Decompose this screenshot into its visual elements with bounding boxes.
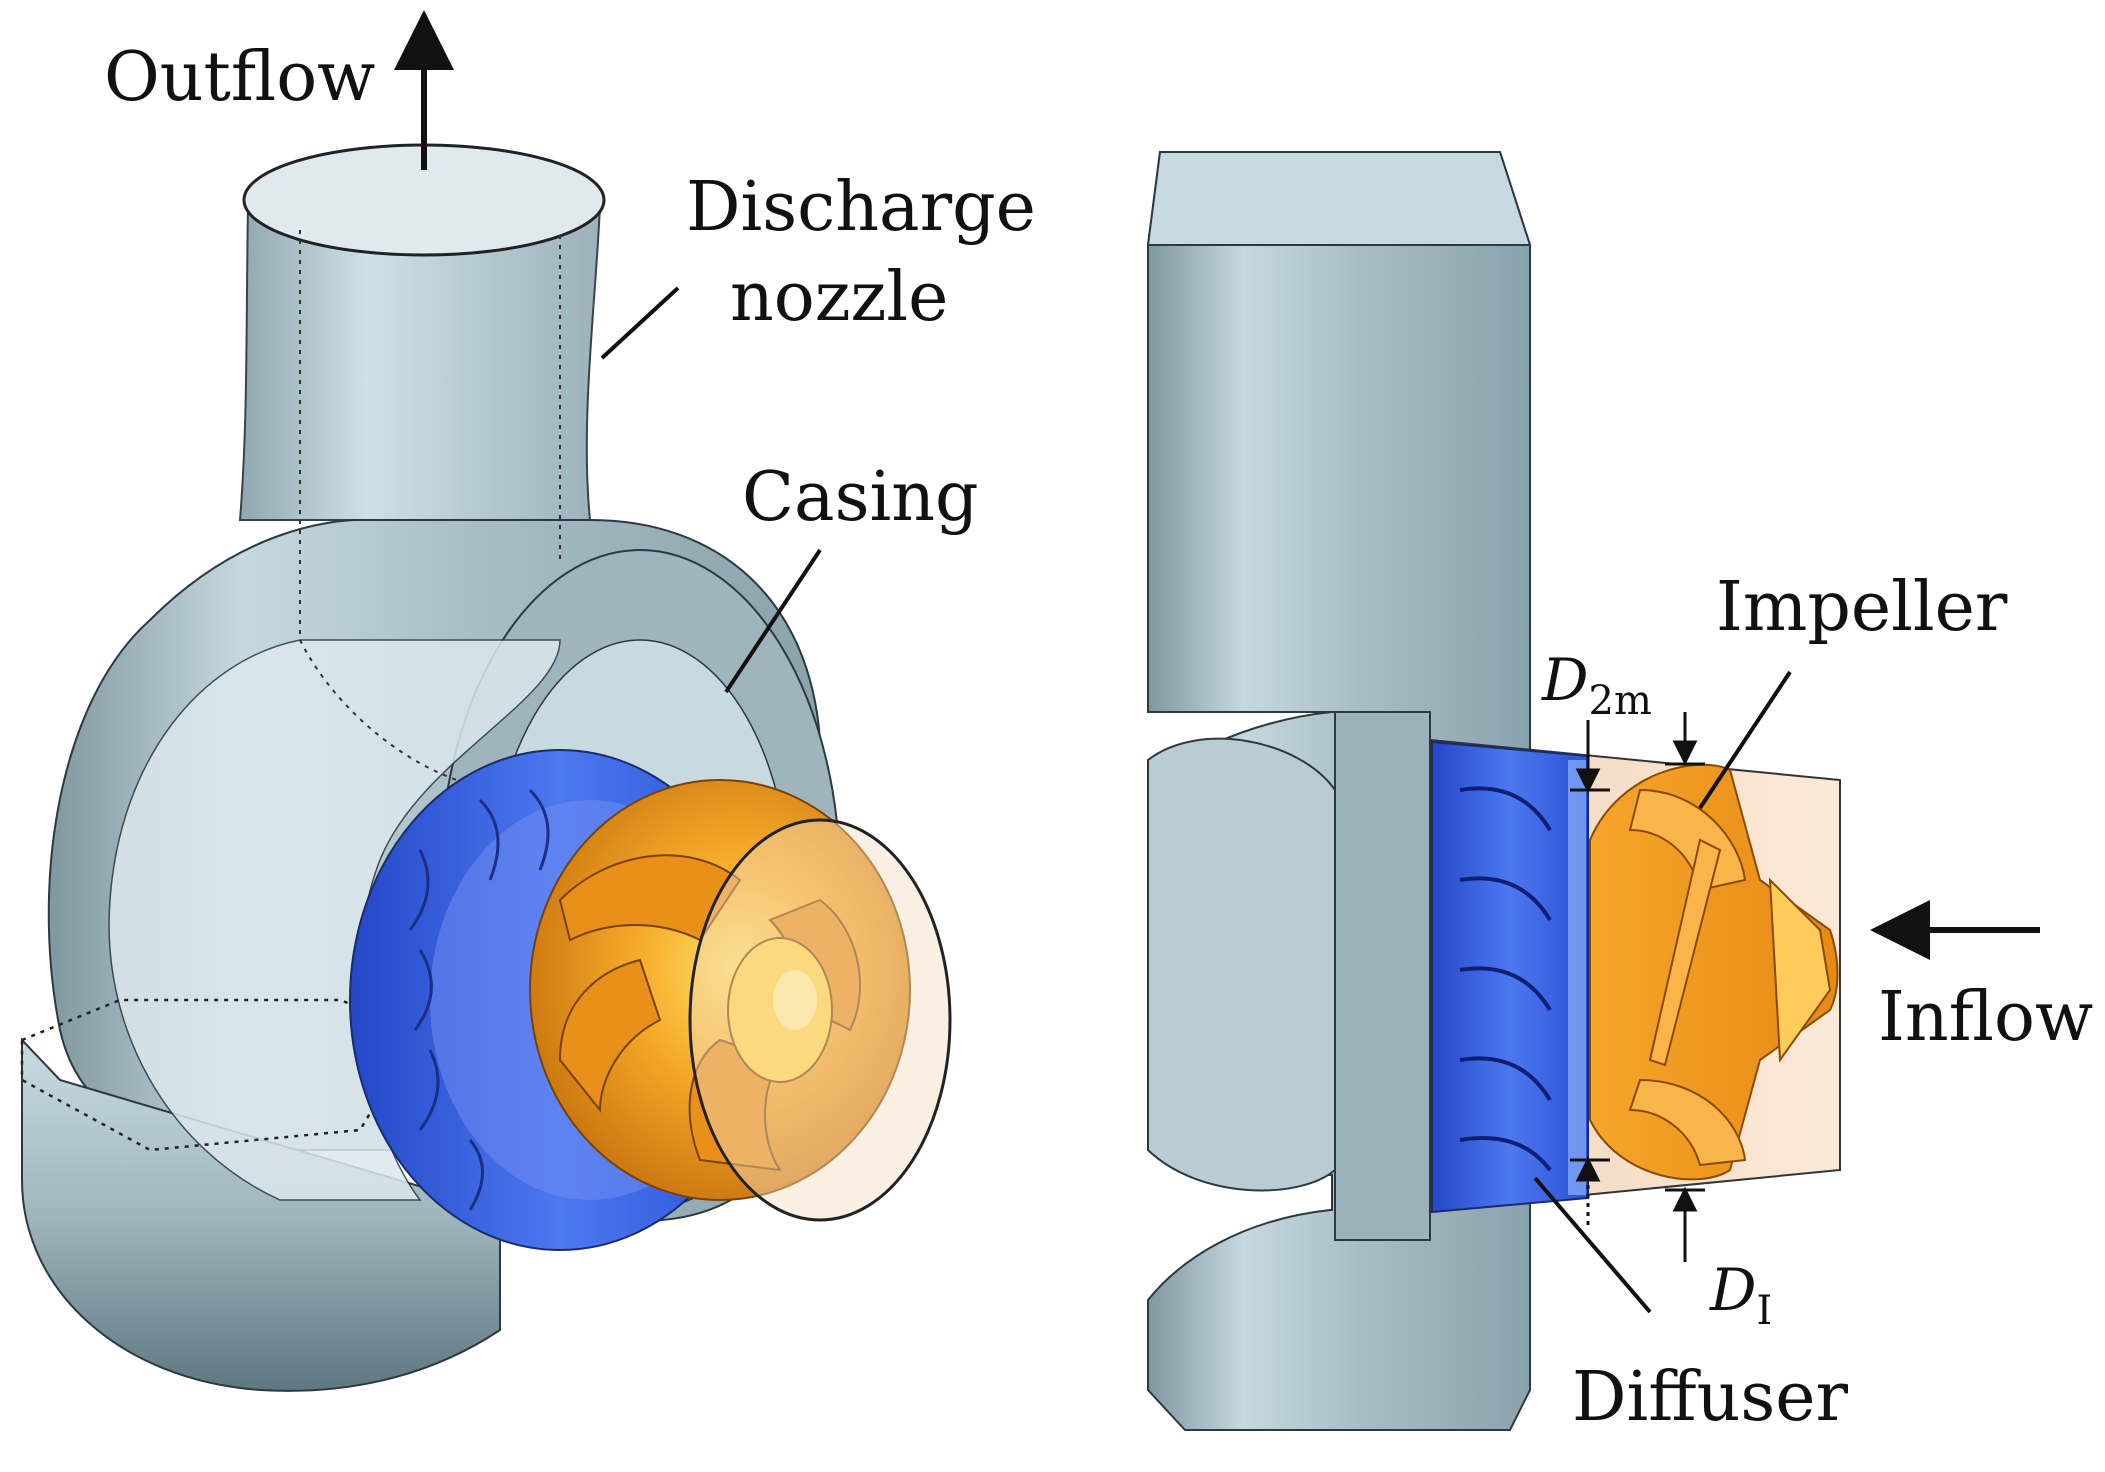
discharge-leader (600, 286, 680, 360)
left-shroud (688, 818, 952, 1222)
discharge-pipe (238, 204, 602, 521)
label-outflow: Outflow (104, 38, 375, 117)
casing-lower-face (21, 1037, 501, 1392)
label-di: DI (1709, 1256, 1772, 1334)
impeller-leader (1698, 670, 1792, 810)
d2m-symbol: D (1541, 646, 1589, 714)
section-impeller (1589, 763, 1839, 1181)
label-discharge: Discharge (686, 168, 1036, 247)
label-impeller: Impeller (1716, 568, 2008, 647)
di-symbol: D (1709, 1256, 1757, 1324)
casing-leader (724, 548, 822, 694)
label-diffuser: Diffuser (1572, 1358, 1849, 1437)
d2m-marker (1570, 720, 1610, 1230)
d2m-subscript: 2m (1589, 678, 1652, 724)
label-nozzle: nozzle (730, 258, 948, 337)
section-diffuser (1431, 740, 1589, 1214)
right-section-view (1146, 151, 2040, 1431)
label-inflow: Inflow (1878, 978, 2093, 1057)
dotted-section (20, 998, 422, 1152)
left-impeller (529, 779, 911, 1201)
di-marker (1665, 712, 1705, 1262)
section-recess (1334, 711, 1431, 1241)
diffuser-leader (1533, 1176, 1652, 1314)
left-pump-view (20, 10, 952, 1392)
di-subscript: I (1757, 1288, 1773, 1334)
section-casing-top-shade (1146, 151, 1532, 246)
casing-front-face (108, 639, 561, 1201)
label-casing: Casing (742, 458, 979, 537)
label-d2m: D2m (1541, 646, 1652, 724)
section-inner-cavity (1147, 737, 1336, 1192)
